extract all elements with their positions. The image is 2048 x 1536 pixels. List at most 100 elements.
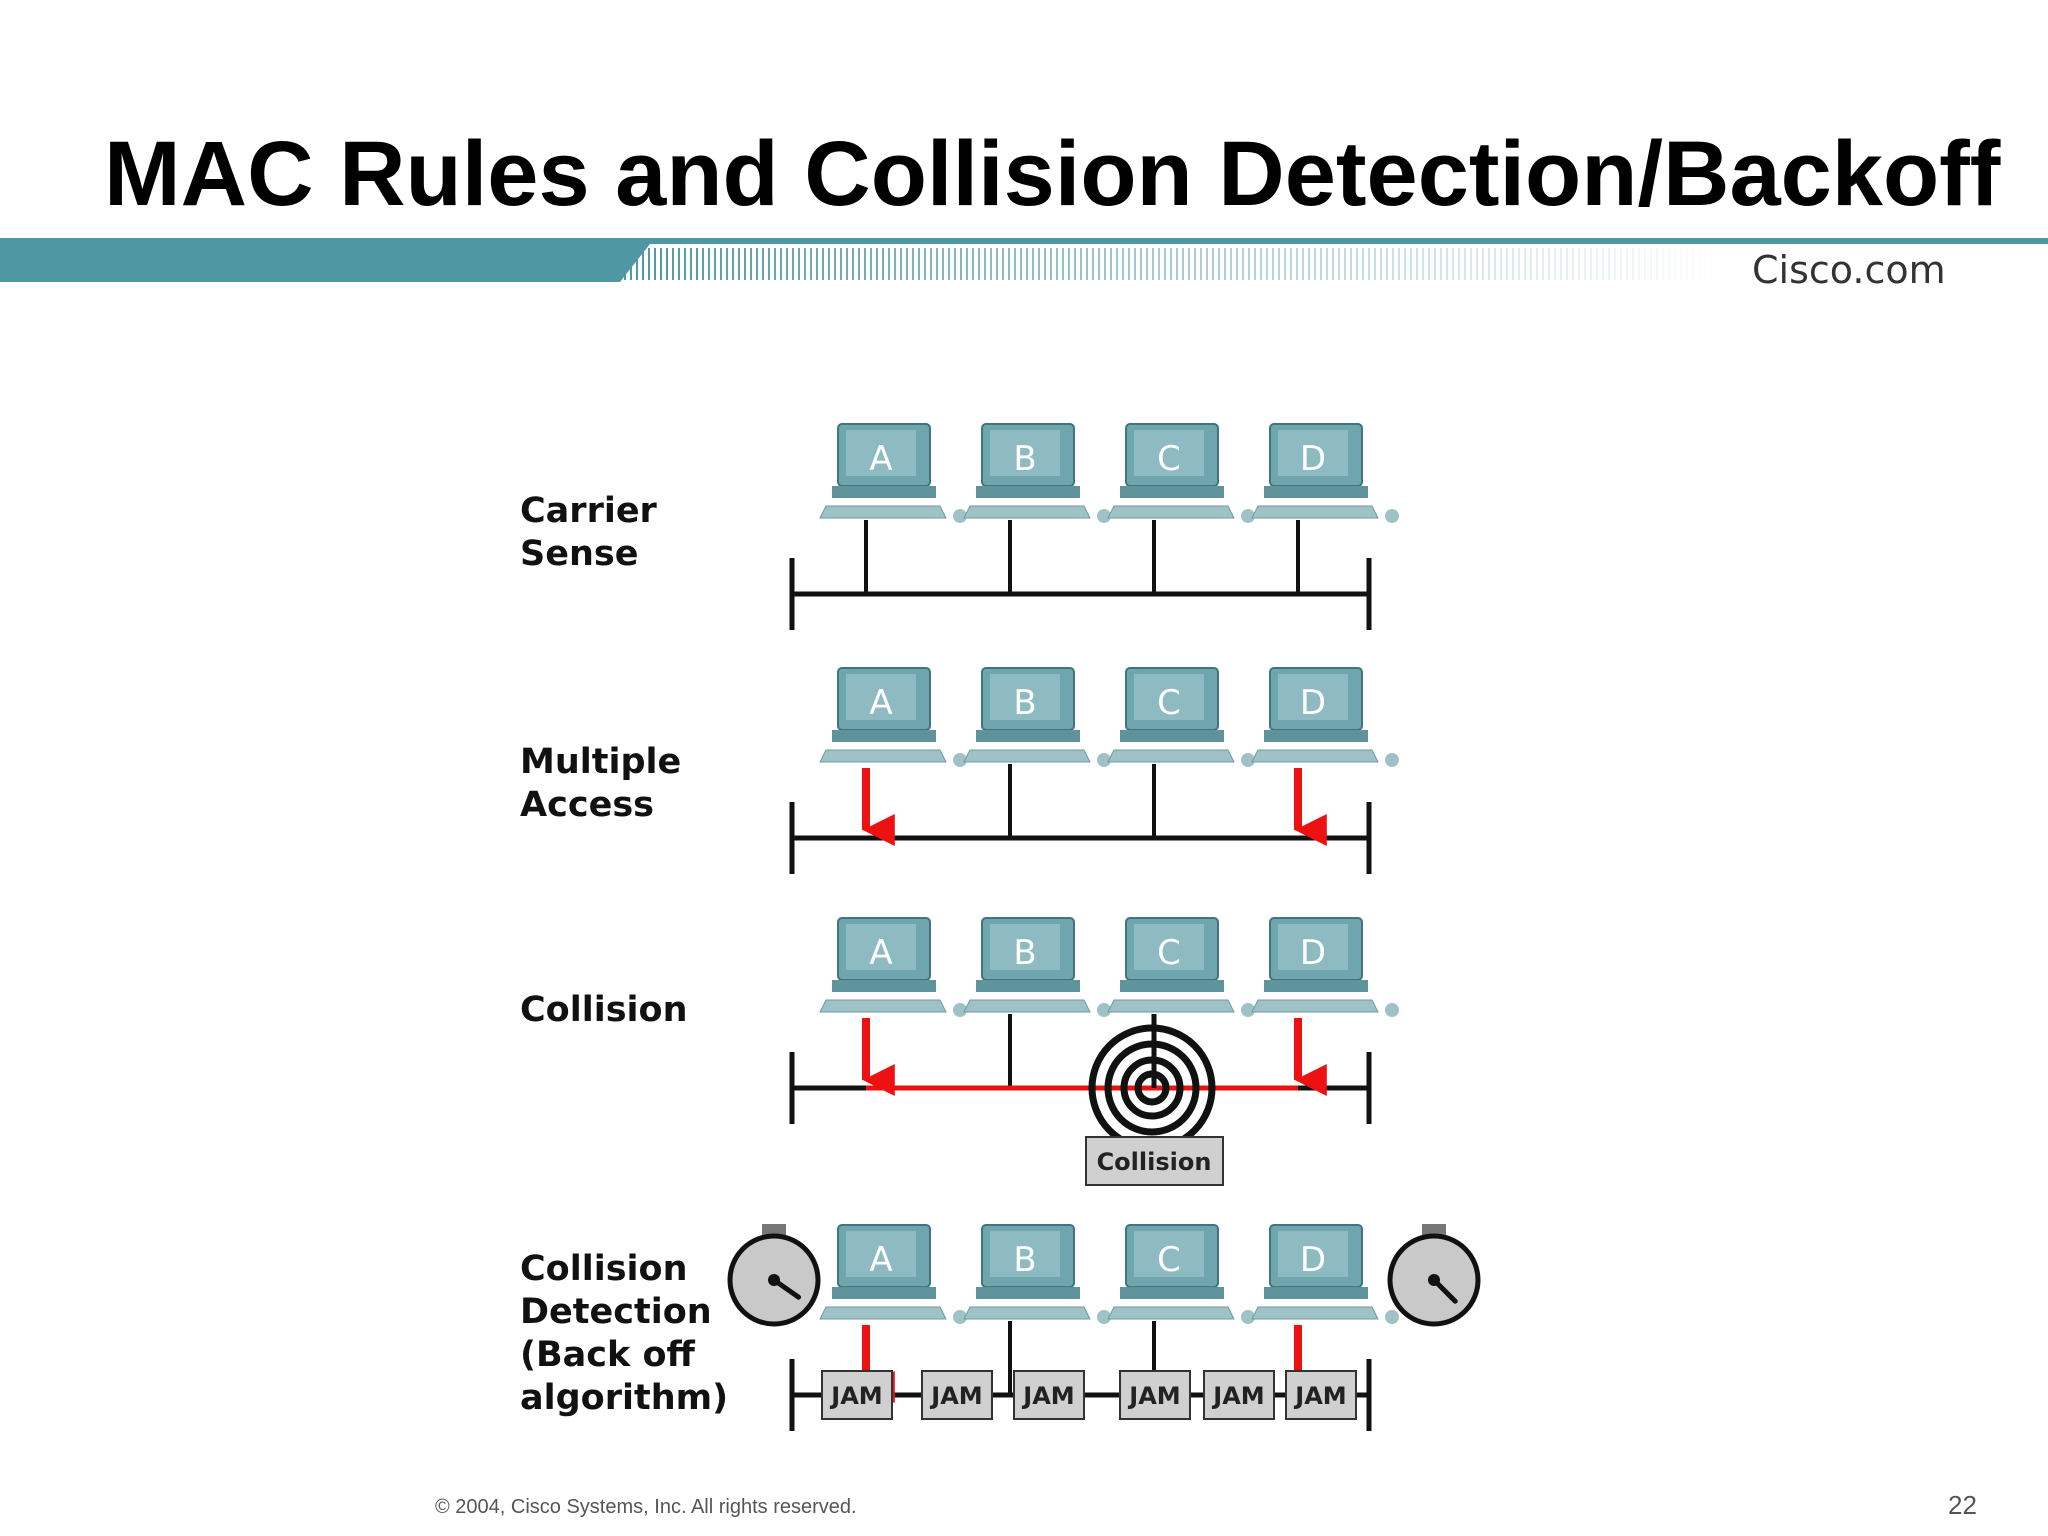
mouse-icon [953, 753, 967, 767]
stopwatch-left-icon [727, 1224, 821, 1327]
computer-b: B [963, 423, 1111, 523]
mouse-icon [1097, 1003, 1111, 1017]
station-label: A [869, 439, 892, 479]
keyboard-icon [963, 749, 1091, 763]
station-label: D [1300, 933, 1326, 973]
jam-rect [821, 1370, 893, 1420]
row-collision-detection: A B C D JAM JAM JAM JAM JAM JAM [789, 1224, 1399, 1431]
station-label: B [1013, 683, 1036, 723]
computer-b: B [963, 667, 1111, 767]
header-bar [0, 238, 2048, 282]
station-label: D [1300, 683, 1326, 723]
screen [846, 430, 916, 476]
computer-base [1120, 730, 1224, 742]
jam-label: JAM [1293, 1382, 1346, 1410]
slide-title: MAC Rules and Collision Detection/Backof… [104, 123, 2001, 225]
computer-d: D [1251, 917, 1399, 1017]
screen [1134, 924, 1204, 970]
keyboard-icon [819, 505, 947, 519]
keyboard-icon [963, 505, 1091, 519]
station-label: C [1157, 1240, 1181, 1280]
computer-base [832, 730, 936, 742]
computer-a: A [819, 917, 967, 1017]
page-number: 22 [1948, 1490, 1977, 1520]
timer-crown [762, 1224, 786, 1236]
row-label-collision-detection: Collision Detection (Back off algorithm) [520, 1249, 729, 1418]
cisco-brand-logo: Cisco.com [1752, 248, 1946, 292]
keyboard-icon [963, 999, 1091, 1013]
mouse-icon [1385, 509, 1399, 523]
collision-box [1085, 1136, 1224, 1186]
computer-base [976, 980, 1080, 992]
computer-d: D [1251, 667, 1399, 767]
jam-label: JAM [1211, 1382, 1264, 1410]
computer-c: C [1107, 423, 1255, 523]
keyboard-icon [1107, 505, 1235, 519]
stopwatch-right-icon [1387, 1224, 1481, 1327]
jam-box: JAM [821, 1370, 893, 1420]
jam-rect [1285, 1370, 1357, 1420]
computer-d: D [1251, 1224, 1399, 1324]
jam-box: JAM [1119, 1370, 1191, 1420]
jam-rect [921, 1370, 993, 1420]
screen [1134, 1231, 1204, 1277]
station-label: A [869, 683, 892, 723]
computer-a: A [819, 1224, 967, 1324]
keyboard-icon [1107, 999, 1235, 1013]
jam-label: JAM [1127, 1382, 1180, 1410]
station-label: A [869, 1240, 892, 1280]
screen [1278, 1231, 1348, 1277]
mouse-icon [1097, 1310, 1111, 1324]
station-label: B [1013, 1240, 1036, 1280]
mouse-icon [1097, 509, 1111, 523]
footer-copyright: © 2004, Cisco Systems, Inc. All rights r… [435, 1496, 857, 1518]
mouse-icon [1241, 1003, 1255, 1017]
mouse-icon [1241, 509, 1255, 523]
mouse-icon [953, 509, 967, 523]
keyboard-icon [1251, 1306, 1379, 1320]
computer-base [832, 980, 936, 992]
screen [1278, 674, 1348, 720]
mouse-icon [1385, 753, 1399, 767]
computer-base [1264, 730, 1368, 742]
jam-box: JAM [921, 1370, 993, 1420]
computer-base [976, 730, 1080, 742]
station-label: B [1013, 933, 1036, 973]
screen [990, 1231, 1060, 1277]
jam-rect [1013, 1370, 1085, 1420]
computer-base [832, 486, 936, 498]
keyboard-icon [1251, 999, 1379, 1013]
screen [846, 1231, 916, 1277]
station-label: C [1157, 933, 1181, 973]
keyboard-icon [1251, 749, 1379, 763]
jam-label: JAM [929, 1382, 982, 1410]
keyboard-icon [963, 1306, 1091, 1320]
mouse-icon [1385, 1003, 1399, 1017]
row-label-collision: Collision [520, 990, 688, 1030]
screen [1134, 430, 1204, 476]
row-collision: A B C D Collision [789, 917, 1399, 1186]
mouse-icon [1241, 1310, 1255, 1324]
timer-crown [1422, 1224, 1446, 1236]
computer-base [976, 486, 1080, 498]
station-label: D [1300, 439, 1326, 479]
keyboard-icon [1107, 749, 1235, 763]
jam-rect [1203, 1370, 1275, 1420]
row-label-carrier-sense: Carrier Sense [520, 491, 657, 574]
screen [1278, 430, 1348, 476]
timer-hub [768, 1274, 780, 1286]
computer-base [1120, 980, 1224, 992]
jam-label: JAM [1021, 1382, 1074, 1410]
keyboard-icon [819, 749, 947, 763]
computer-d: D [1251, 423, 1399, 523]
screen [846, 924, 916, 970]
jam-box: JAM [1203, 1370, 1275, 1420]
computer-c: C [1107, 917, 1255, 1017]
computer-base [1264, 980, 1368, 992]
computer-a: A [819, 667, 967, 767]
collision-box-label: Collision [1097, 1148, 1212, 1176]
row-label-multiple-access: Multiple Access [520, 742, 682, 825]
computer-base [1120, 1287, 1224, 1299]
